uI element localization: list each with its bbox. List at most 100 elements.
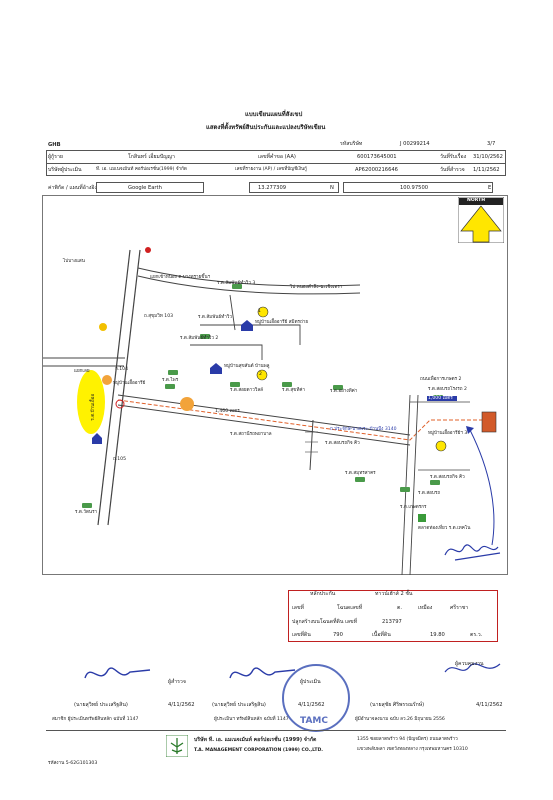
date-survey-label: วันที่สำรวจ [440,167,465,173]
map-label-l5: ถ.สุขุมวิท 103 [144,314,174,319]
north-arrow-icon [457,196,505,244]
map-label-l11: ถ.104 [115,367,129,372]
map-label-l21: ร.ต.สถานีรถพยาบาล [230,432,272,437]
lon-unit: E [488,185,492,191]
map-label-l22: ร.ต.สอบรถกิจ คิว [325,441,360,446]
company-name-en: T.A. MANAGEMENT CORPORATION (1999) CO.,L… [194,748,324,753]
sig3-sub: ผู้มีอำนาจลงนาม ฉบับ ลว.26 มิถุนายน 2556 [355,717,445,722]
address-line-2: แขวงพลับพลา เขตวังทองหลาง กรุงเทพมหานคร … [357,747,468,752]
handwritten-signature-1 [444,544,501,561]
sig2-sub: ผู้ประเมินฯ ทรัพย์สินหลัก ฉบับที่ 1147 [214,717,289,722]
sig3-role: ผู้ควบคุมงาน [455,661,484,667]
sig1-name: (นายสุวิทย์ ประเสริฐสิน) [74,702,128,708]
property-type-value: ทาวน์เฮ้าส์ 2 ชั้น [375,591,413,597]
area-unit: ตร.ว. [470,632,483,638]
lat-value: 13.277309 [258,185,287,191]
company-code: GHB [48,142,61,148]
map-label-l2: แยกเข้าหนอง ต.บางทรายขึ้นฯ [150,275,211,280]
no-label: เลขที่ดิน [292,632,311,638]
company-name-th: บริษัท ที. เอ. แมเนจเม้นท์ คอร์ปอเรชั่น … [194,737,317,743]
land-label: ปลูกสร้างบนโฉนดที่ดิน เลขที่ [292,619,357,625]
land-value: 213797 [382,619,402,625]
map-frame [42,195,508,575]
marker-1: 1 [258,309,261,314]
company-logo-icon [166,735,188,757]
deed-value: โฉนดเลขที่ [337,605,363,611]
map-label-l23: ถนนเพื่อการเกษตร 2 [420,377,462,382]
loan-label: เลขที่คำขอ (AA) [258,154,296,160]
deed-label: เลขที่ [292,605,304,611]
doc-subtitle: แสดงที่ตั้งทรัพย์สินประกันและแปลงบริษัทเ… [206,124,326,131]
form-divider [46,163,506,164]
amphoe-value: ศรีราชา [450,605,469,611]
sig3-name: (นายสุชัย ศิริพรรณรักษ์) [370,702,425,708]
sig1-sub: สมาชิก ผู้ประเมินทรัพย์สินหลัก ฉบับที่ 1… [52,717,139,722]
tambon-value: เหมือง [418,605,433,611]
area-value: 19.80 [430,632,445,638]
map-label-l33: ร.ต.เกษตรกร [400,505,427,510]
map-label-l27: ร.ต.สมุทรสาคร [345,471,376,476]
applicant-label: ผู้กู้ราย [48,154,63,160]
map-label-l28: ร.ต.สอบรถกิจ คิว [430,475,465,480]
map-label-l1: ไปบางแสน [63,259,85,264]
no-value: 790 [333,632,343,638]
coord-source: Google Earth [128,185,162,191]
stamp-text: TAMC [300,716,328,726]
map-label-l31: ร.ต.วัดนรา [75,510,98,515]
sig1-date: 4/11/2562 [168,702,195,708]
form-code: รหัสงาน 5-62G101303 [48,761,98,766]
map-label-l30: ถ.105 [113,457,127,462]
map-label-l25: หมู่บ้านเอื้ออารีย์ฯ 3 [428,431,468,436]
map-label-l12: ร.ต.บ้านเอื้ออ [91,393,97,421]
applicant-value: โกสินทร์ เอี่ยมปัญญา [128,154,175,160]
map-label-l32: ตลาดท่องเที่ยว ร.ต.เทคโน [418,526,471,531]
lon-box [343,182,493,193]
doc-title: แบบเขียนแผนที่สังเขป [245,111,303,118]
map-label-l18: ถ.ประจักษ์-บางพระ-บ้านบึง 3140 [330,427,397,432]
coord-source-box [96,182,204,193]
north-label: NORTH [467,198,486,203]
map-label-l26: ร.ต.สอบรถโรงรถ 2 [428,387,467,392]
sig3-date: 4/11/2562 [476,702,503,708]
lon-value: 100.97500 [400,185,429,191]
lat-unit: N [330,185,334,191]
map-label-l17: ร.ต.อย่างทีค่า [330,389,358,394]
date-req-label: วันที่รับเรื่อง [440,154,467,160]
lat-box [249,182,339,193]
map-label-l29: ร.ต.สอบรถ [418,491,441,496]
signature-2 [229,667,296,679]
map-label-l13: หมู่บ้านเอื้ออารีย์ [113,381,146,386]
sig2-name: (นายสุวิทย์ ประเสริฐสิน) [212,702,266,708]
date-survey-value: 1/11/2562 [473,167,500,173]
map-label-l15: ร.ต.สอยดาววิลล์ [230,388,263,393]
map-label-l7: ร.ต.สัมพันธ์ทำวิว 2 [180,336,219,341]
map-label-l16: ร.ต.สุขทีค่า [282,388,305,393]
signature-3 [444,663,501,673]
coord-label: ค่าพิกัด / แผนที่อ้างอิง [48,185,97,191]
appraiser-label: บริษัทผู้ประเมิน [48,167,82,173]
signature-1 [84,667,151,679]
map-label-l20: 1,000 เมตร [428,396,453,401]
appraiser-value: ที. เอ. แมเนจเม้นท์ คอร์ปอเรชั่น(1999) จ… [96,167,187,172]
ref-label: รหัสบริษัท [340,141,363,147]
company-stamp [282,664,350,732]
map-label-l14: ร.ต.ไพร [162,378,179,383]
map-label-l6: ร.ต.สัมพันธ์ทำวิว [198,315,232,320]
area-label: เนื้อที่ดิน [372,632,391,638]
map-label-l4: ไป หนองตำลึง-ฉะเชิงเทรา [290,285,343,290]
page-number: 3/7 [487,141,496,147]
property-type-label: หลักประกัน [310,591,336,597]
date-req-value: 31/10/2562 [473,154,503,160]
address-line-1: 1355 ซอยลาดพร้าว 94 (ปัญจมิตร) ถนนลาดพร้… [357,737,458,742]
footer-divider [46,730,506,731]
map-label-l3: ร.ต.สัมพันธ์ทำวิว 3 [217,281,256,286]
loan-value: 600173645001 [357,154,397,160]
ap-value: AP62000216646 [355,167,398,173]
ref-value: J 00299214 [400,141,430,147]
map-label-l9: หมู่บ้านสุขสันต์ บ้านพลู [224,364,270,369]
sig1-role: ผู้สำรวจ [168,679,186,685]
map-label-l19: 1,460 เมตร [215,409,240,414]
marker-2: 2 [259,372,262,377]
property-box [288,590,498,642]
